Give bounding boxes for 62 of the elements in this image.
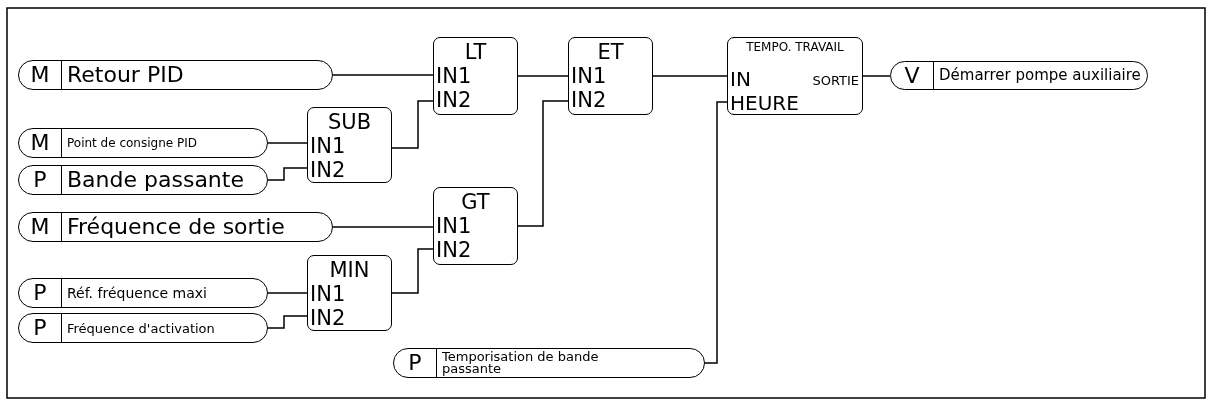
block-title: GT <box>460 192 491 213</box>
input-port-label: IN2 <box>310 160 346 181</box>
signal-name: Fréquence d'activation <box>61 314 215 342</box>
signal-terminal <box>18 165 268 195</box>
connector-line <box>332 226 434 228</box>
input-port-label: IN2 <box>571 90 607 111</box>
signal-name: Réf. fréquence maxi <box>61 279 207 307</box>
connector-line <box>704 101 728 364</box>
function-block <box>568 37 653 115</box>
signal-terminal <box>18 60 333 90</box>
block-title: ET <box>596 42 625 63</box>
input-port-label: IN2 <box>436 240 472 261</box>
input-port-label: IN <box>730 69 751 89</box>
signal-name: Point de consigne PID <box>61 129 197 157</box>
function-block <box>433 187 518 265</box>
signal-type-letter: P <box>32 282 48 304</box>
connector-line <box>391 248 434 294</box>
connector-line <box>267 142 308 144</box>
input-port-label: IN1 <box>310 136 346 157</box>
connector-line <box>517 75 569 77</box>
input-port-label: IN1 <box>436 66 472 87</box>
signal-type-letter: V <box>903 64 921 87</box>
input-port-label: HEURE <box>730 93 799 113</box>
signal-type-letter: M <box>29 64 51 86</box>
signal-name: Bande passante <box>61 166 244 194</box>
signal-type-letter: M <box>29 216 51 238</box>
signal-name: Retour PID <box>61 61 184 89</box>
connector-line <box>862 75 891 77</box>
block-title: TEMPO. TRAVAIL <box>745 41 845 54</box>
function-block <box>307 107 392 183</box>
connector-line <box>652 75 728 77</box>
signal-terminal <box>18 278 268 308</box>
block-title: LT <box>463 42 488 63</box>
connector-line <box>332 74 434 76</box>
signal-type-letter: P <box>407 352 423 374</box>
function-block <box>307 255 392 331</box>
timer-function-block <box>727 37 863 115</box>
signal-name: Fréquence de sortie <box>61 213 285 241</box>
signal-terminal <box>393 348 705 378</box>
input-port-label: IN1 <box>310 284 346 305</box>
signal-terminal <box>18 212 333 242</box>
signal-type-letter: P <box>32 317 48 339</box>
connector-line <box>517 100 569 227</box>
block-title: SUB <box>326 112 373 133</box>
block-title: MIN <box>328 260 371 281</box>
output-port-label: SORTIE <box>812 74 859 87</box>
signal-terminal <box>890 61 1148 90</box>
signal-terminal <box>18 313 268 343</box>
connector-line <box>267 292 308 294</box>
signal-type-letter: M <box>29 132 51 154</box>
connector-line <box>267 315 308 329</box>
input-port-label: IN1 <box>571 66 607 87</box>
input-port-label: IN1 <box>436 216 472 237</box>
signal-type-letter: P <box>32 169 48 191</box>
connector-line <box>391 100 434 149</box>
signal-name: Démarrer pompe auxiliaire <box>933 62 1141 89</box>
input-port-label: IN2 <box>436 90 472 111</box>
connector-line <box>267 167 308 181</box>
input-port-label: IN2 <box>310 308 346 329</box>
signal-terminal <box>18 128 268 158</box>
function-block <box>433 37 518 115</box>
signal-name: Temporisation de bande passante <box>436 349 606 377</box>
